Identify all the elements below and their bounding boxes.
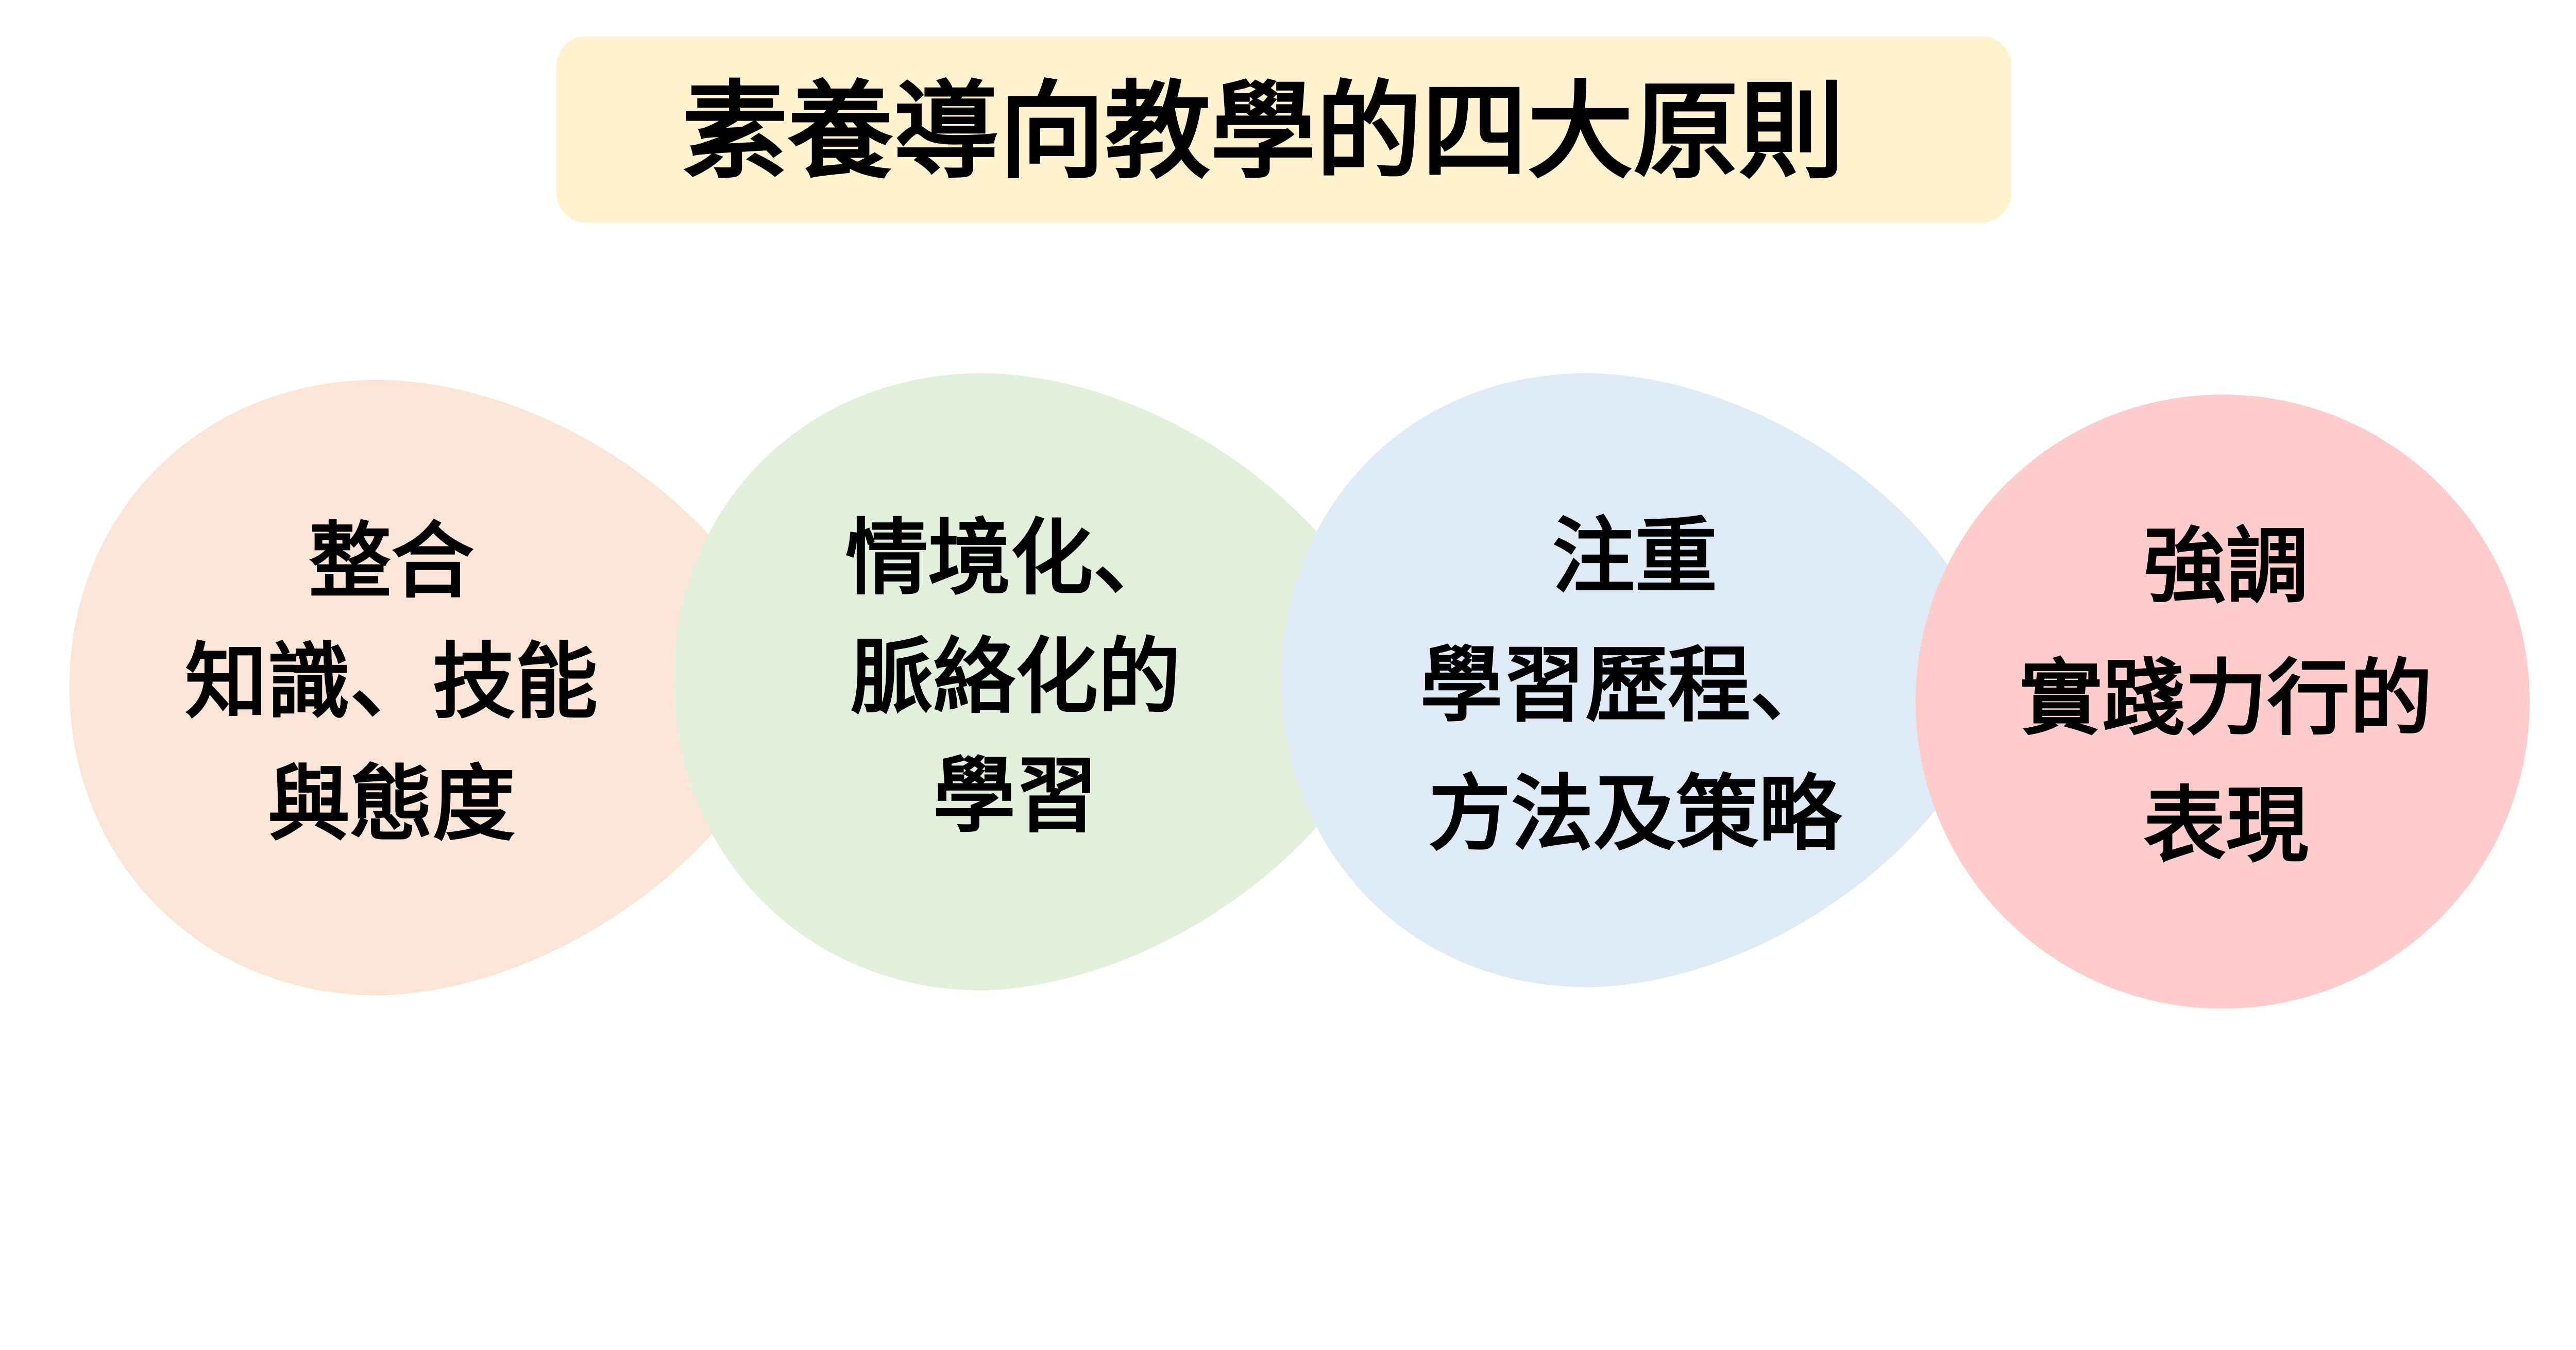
principle-1-line-1: 整合 [309,513,474,609]
principle-4-text: 強調 實踐力行的 表現 [2020,518,2432,874]
principle-1-text: 整合 知識、技能 與態度 [185,513,598,852]
principle-4-line-3: 表現 [2143,777,2308,874]
principle-2-line-2: 脈絡化的 [851,629,1181,725]
principle-2-line-1: 情境化、 [845,510,1176,606]
principle-1-line-3: 與態度 [267,756,515,852]
principle-3-line-1: 注重 [1552,508,1718,605]
principle-4-line-2: 實踐力行的 [2020,650,2432,746]
principle-3-text: 注重 學習歷程、 方法及策略 [1420,508,1842,862]
principle-4-line-1: 強調 [2143,518,2308,614]
principle-2-text: 情境化、 脈絡化的 學習 [845,510,1181,844]
principle-3-line-2: 學習歷程、 [1420,637,1833,733]
title-box [556,36,2011,223]
principle-1-line-2: 知識、技能 [185,634,598,730]
principle-shape-1 [69,380,793,996]
principle-3-line-3: 方法及策略 [1428,766,1842,862]
principle-2-line-3: 學習 [933,747,1098,844]
principle-shape-4 [1915,395,2530,1009]
principle-shape-3 [1281,373,2002,987]
diagram-canvas: 素養導向教學的四大原則 整合 知識、技能 與態度 情境化、 脈絡化的 學習 注重… [69,36,2530,1009]
principle-shape-2 [673,373,1397,991]
title: 素養導向教學的四大原則 [682,71,1844,193]
